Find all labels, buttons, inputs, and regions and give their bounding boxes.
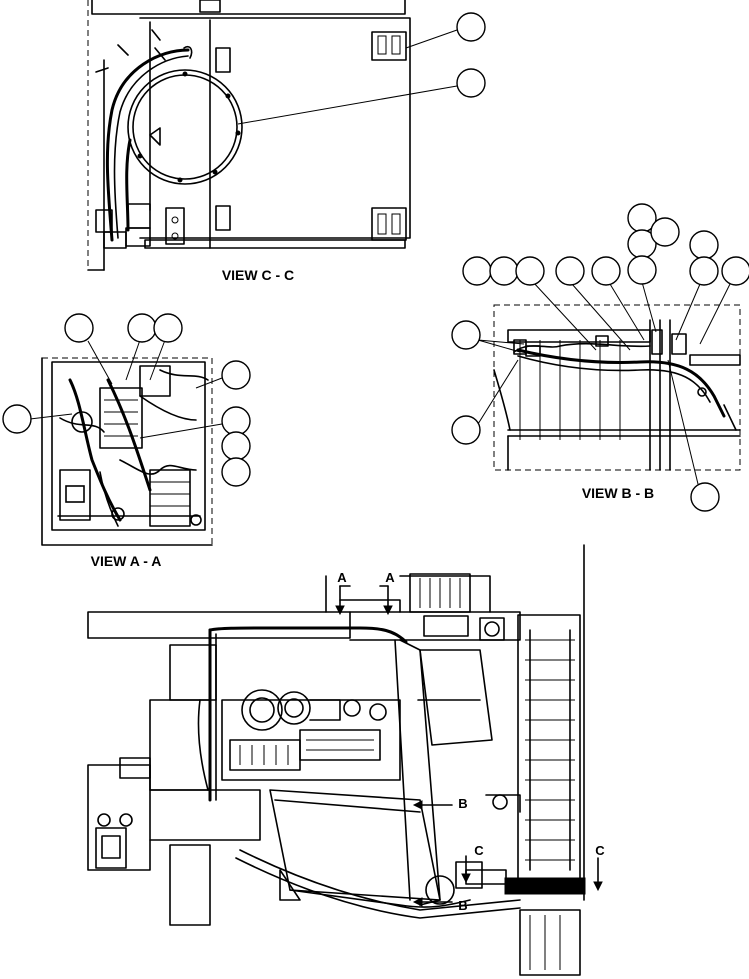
- callout-balloon: [721, 256, 749, 286]
- callout-balloon: [627, 255, 657, 285]
- view-b-drawing: [493, 304, 741, 471]
- callout-balloon: [2, 404, 32, 434]
- callout-balloon: [489, 256, 519, 286]
- callout-balloon: [221, 406, 251, 436]
- callout-balloon: [650, 217, 680, 247]
- view-a-callouts: [2, 313, 251, 487]
- section-arrows: [335, 585, 603, 907]
- callout-balloon: [221, 457, 251, 487]
- callout-balloon: [689, 230, 719, 260]
- view-b-callouts: [451, 203, 749, 512]
- callout-balloon: [456, 68, 486, 98]
- view-c-drawing: [87, 0, 411, 271]
- callout-balloon: [221, 431, 251, 461]
- callout-balloon: [515, 256, 545, 286]
- view-a-title: VIEW A - A: [91, 553, 162, 569]
- callout-balloon: [690, 482, 720, 512]
- callout-balloon: [456, 12, 486, 42]
- view-a-drawing: [41, 357, 213, 546]
- callout-balloon: [127, 313, 157, 343]
- section-mark-c-left: C: [474, 843, 484, 858]
- section-mark-c-right: C: [595, 843, 605, 858]
- callout-balloon: [451, 320, 481, 350]
- view-c-callouts: [237, 12, 486, 125]
- callout-balloon: [153, 313, 183, 343]
- section-mark-a-left: A: [337, 570, 347, 585]
- section-mark-b-upper: B: [458, 796, 467, 811]
- callout-balloon: [462, 256, 492, 286]
- callout-balloon: [64, 313, 94, 343]
- section-mark-b-lower: B: [458, 898, 467, 913]
- view-b-title: VIEW B - B: [582, 485, 654, 501]
- main-side-view: [87, 544, 586, 976]
- callout-balloon: [451, 415, 481, 445]
- callout-balloon: [221, 360, 251, 390]
- callout-balloon: [555, 256, 585, 286]
- section-mark-a-right: A: [385, 570, 395, 585]
- view-c-title: VIEW C - C: [222, 267, 294, 283]
- callout-balloon: [591, 256, 621, 286]
- callout-balloon: [689, 256, 719, 286]
